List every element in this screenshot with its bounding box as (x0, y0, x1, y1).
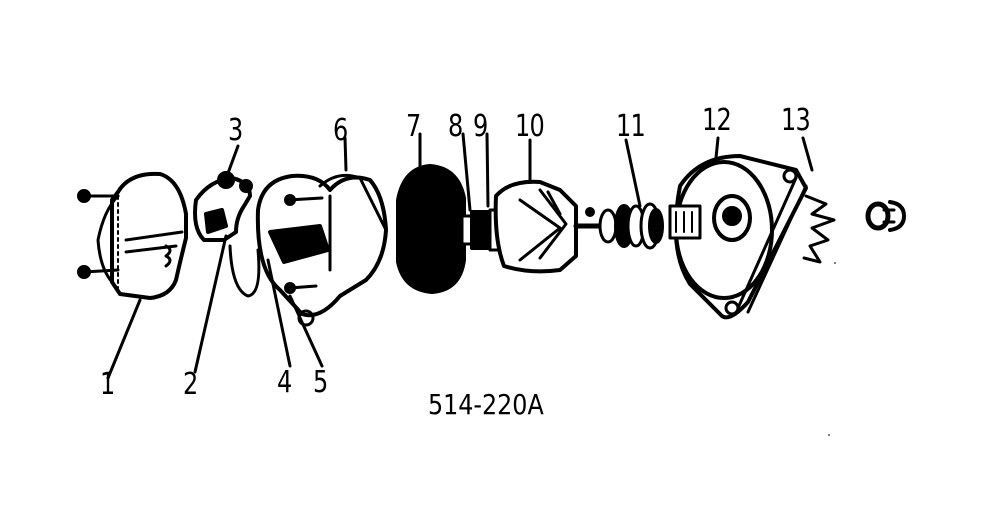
stator-part (396, 132, 466, 294)
callout-8: 8 (448, 109, 463, 144)
callout-2: 2 (183, 367, 198, 402)
callout-4: 4 (277, 365, 292, 400)
callout-3: 3 (228, 113, 243, 148)
rotor-part (493, 138, 623, 274)
brush-holder-part (193, 144, 261, 374)
callout-12: 12 (702, 103, 732, 138)
figure-code: 514-220A (428, 388, 544, 421)
callout-11: 11 (616, 109, 646, 144)
rear-cover-part (77, 171, 188, 380)
front-housing-part (668, 136, 836, 320)
nut-washer-part (865, 200, 906, 232)
callout-10: 10 (515, 109, 545, 144)
callout-5: 5 (313, 365, 328, 400)
callout-6: 6 (333, 113, 348, 148)
scan-speck (828, 434, 830, 436)
callout-7: 7 (406, 109, 421, 144)
scan-speck (834, 262, 836, 264)
callout-1: 1 (100, 367, 115, 402)
callout-13: 13 (781, 103, 811, 138)
spacer-bearing-stack-part (598, 138, 664, 250)
rear-housing-part (255, 136, 388, 368)
callout-9: 9 (473, 109, 488, 144)
